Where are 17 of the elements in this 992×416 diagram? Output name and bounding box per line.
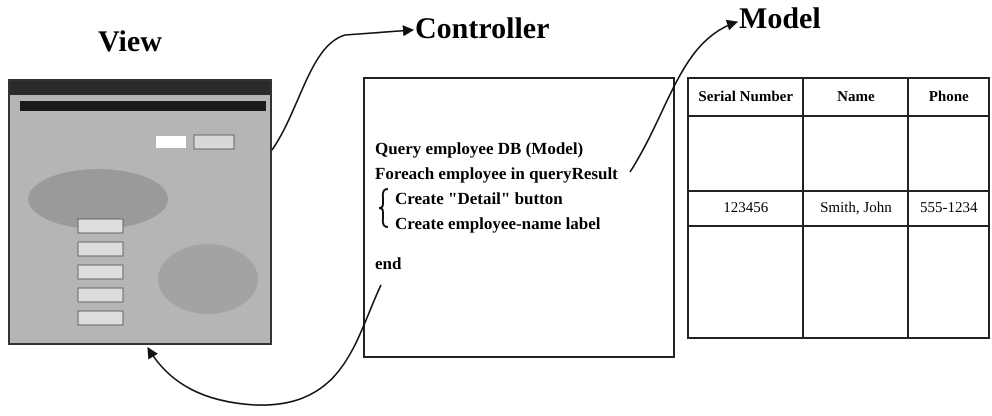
panel-heading: Controller — [415, 12, 550, 46]
table-cell: 123456 — [688, 191, 804, 226]
table-cell: Smith, John — [803, 191, 908, 226]
arrow — [147, 284, 382, 406]
column-header: Name — [803, 78, 908, 116]
code-line: end — [375, 254, 402, 274]
code-line: Foreach employee in queryResult — [375, 164, 618, 184]
code-line: Create "Detail" button — [395, 189, 563, 209]
code-line: Create employee-name label — [395, 214, 601, 234]
column-header: Phone — [908, 78, 989, 116]
panel-heading: Model — [739, 2, 821, 36]
code-line: Query employee DB (Model) — [375, 139, 584, 159]
arrow — [629, 20, 738, 172]
table-cell: 555-1234 — [908, 191, 989, 226]
panel-heading: View — [98, 25, 162, 59]
column-header: Serial Number — [688, 78, 804, 116]
arrow — [271, 25, 414, 150]
